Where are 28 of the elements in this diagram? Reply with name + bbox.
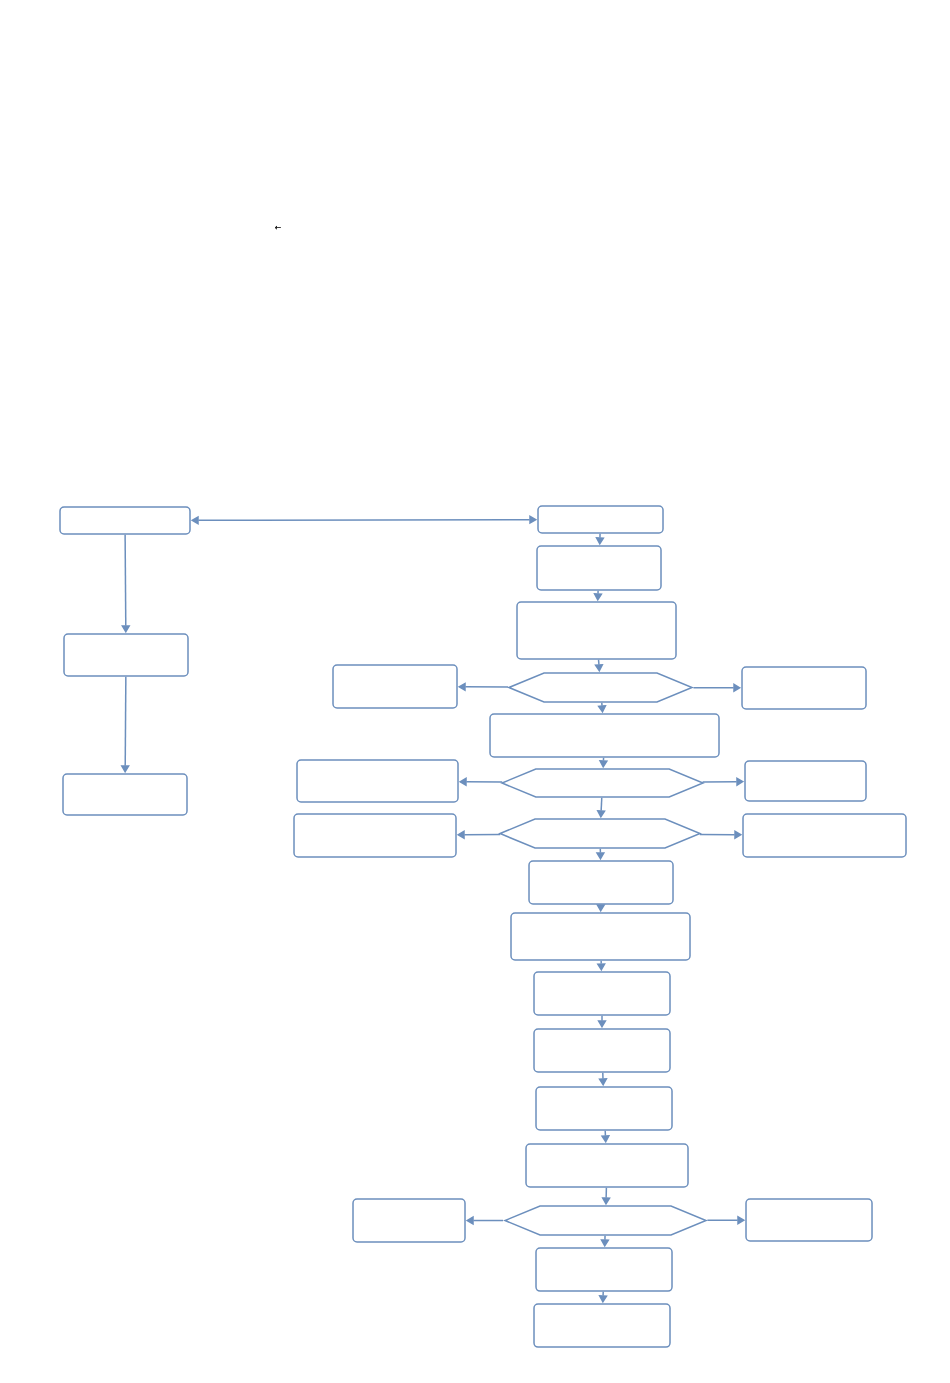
process-box <box>63 633 189 677</box>
process-box <box>741 666 867 710</box>
arrow-glyph: ← <box>275 225 281 230</box>
process-box <box>510 912 691 961</box>
process-box <box>296 759 459 803</box>
process-box <box>528 860 674 905</box>
process-box <box>525 1143 689 1188</box>
process-box <box>59 506 191 535</box>
process-box <box>535 1247 673 1292</box>
process-box <box>489 713 720 758</box>
decision-hexagon <box>507 672 694 703</box>
process-box <box>533 971 671 1016</box>
process-box <box>352 1198 466 1243</box>
process-box <box>62 773 188 816</box>
process-box <box>745 1198 873 1242</box>
decision-hexagon <box>503 1205 708 1236</box>
process-box <box>516 601 677 660</box>
process-box <box>533 1028 671 1073</box>
process-box <box>332 664 458 709</box>
process-box <box>293 813 457 858</box>
process-box <box>536 545 662 591</box>
decision-hexagon <box>498 818 702 849</box>
process-box <box>744 760 867 802</box>
process-box <box>535 1086 673 1131</box>
decision-hexagon <box>500 768 705 798</box>
process-box <box>537 505 664 534</box>
process-box <box>742 813 907 858</box>
process-box <box>533 1303 671 1348</box>
